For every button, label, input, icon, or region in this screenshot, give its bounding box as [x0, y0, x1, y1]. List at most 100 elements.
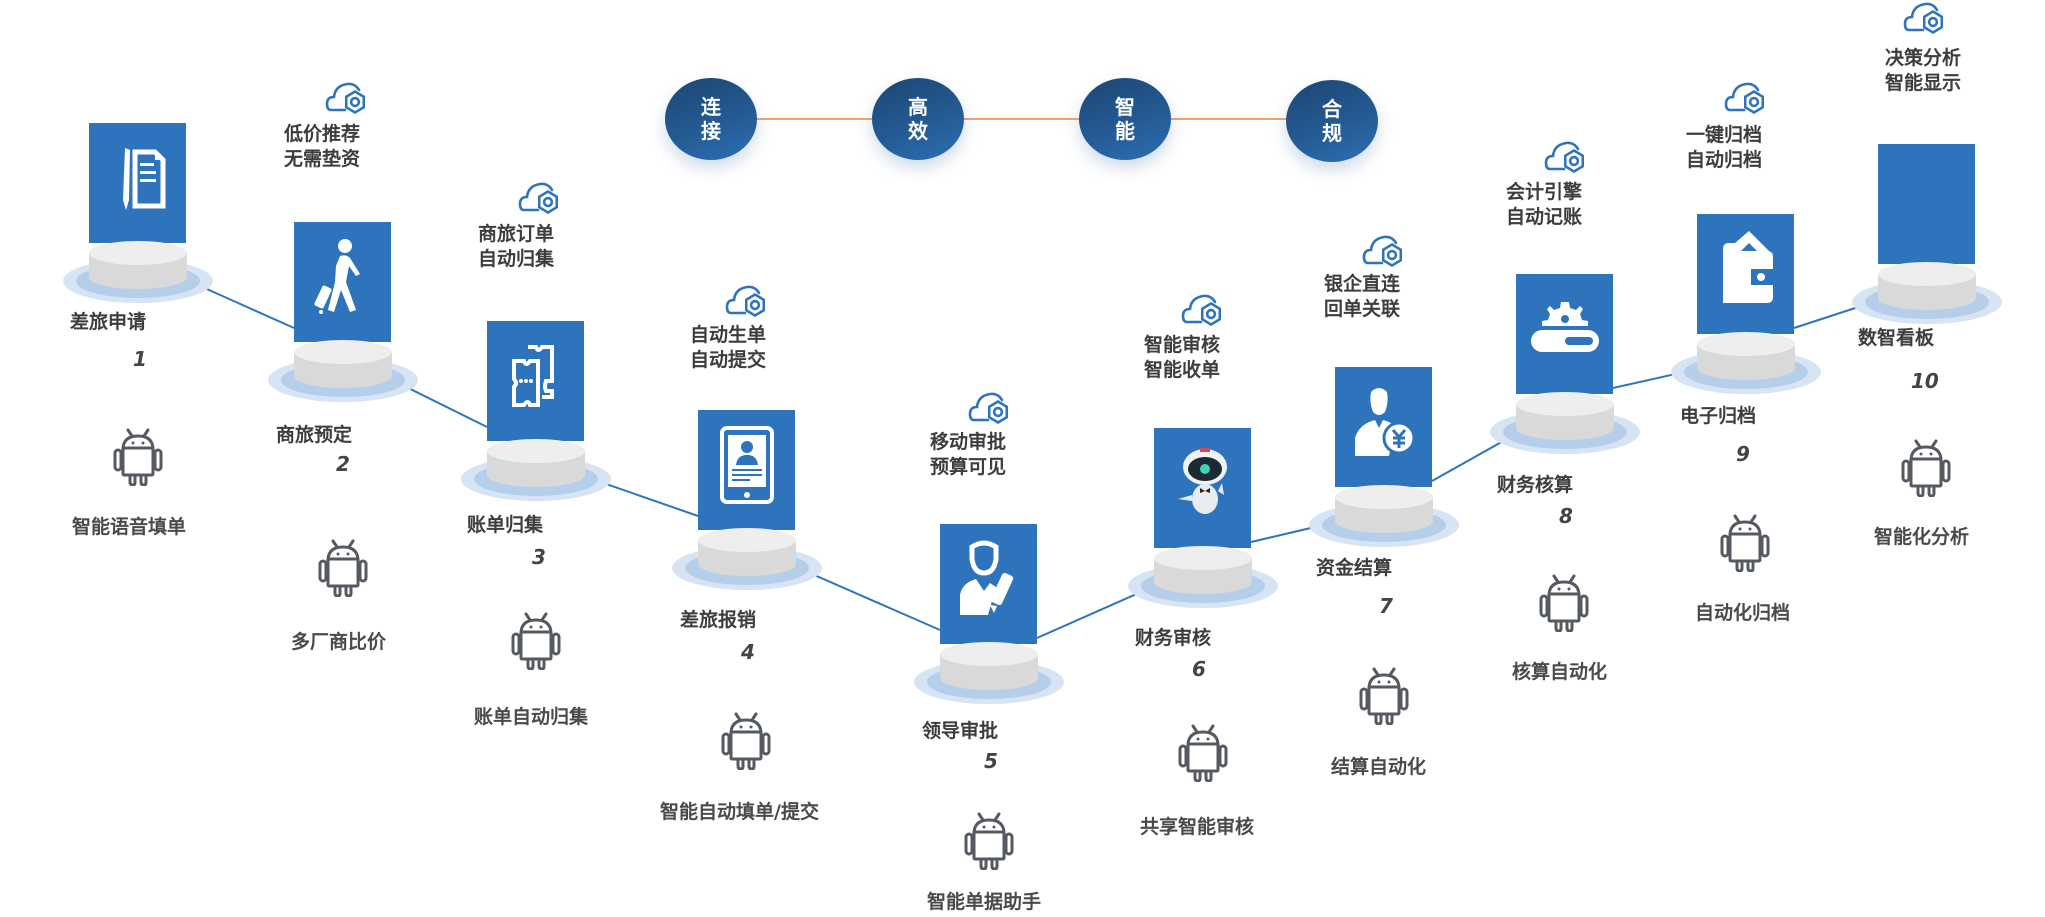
value-char: 能: [1115, 119, 1135, 143]
android-feature-label: 共享智能审核: [1140, 816, 1255, 838]
feature-line: 回单关联: [1324, 298, 1401, 320]
cloud-gear-icon: [1181, 292, 1225, 328]
stage-pillar: [1335, 367, 1432, 487]
cylinder-base: [461, 429, 611, 504]
feature-text: 自动生单自动提交: [690, 323, 766, 373]
stage-label: 差旅报销: [680, 609, 757, 631]
stage-pillar: [1516, 274, 1613, 394]
android-feature-label: 自动化归档: [1695, 602, 1791, 624]
feature-text: 低价推荐无需垫资: [284, 122, 360, 172]
android-feature-label: 账单自动归集: [474, 706, 589, 728]
feature-line: 自动归档: [1686, 149, 1763, 171]
stage-label: 数智看板: [1858, 327, 1935, 349]
cloud-gear-icon: [725, 283, 769, 319]
stage-label: 财务审核: [1135, 627, 1212, 649]
feature-line: 一键归档: [1686, 124, 1763, 146]
stage-number: 3: [532, 545, 546, 569]
android-icon: [112, 426, 164, 487]
stage-number: 8: [1559, 504, 1573, 528]
stage-pillar: [294, 222, 391, 342]
robot-icon: [1154, 428, 1251, 538]
stage-label: 账单归集: [467, 514, 544, 536]
stage-label: 财务核算: [1497, 474, 1574, 496]
feature-line: 无需垫资: [284, 148, 361, 170]
stage-pillar: [940, 524, 1037, 644]
cloud-gear-icon: [1544, 139, 1588, 175]
stage-pillar: [89, 123, 186, 243]
stage-pillar: [1878, 144, 1975, 264]
feature-line: 自动生单: [690, 324, 767, 346]
tickets-icon: [487, 321, 584, 431]
cylinder-base: [1128, 536, 1278, 611]
stage-label: 资金结算: [1316, 557, 1393, 579]
stage-label: 电子归档: [1680, 405, 1757, 427]
android-feature-label: 多厂商比价: [291, 631, 387, 653]
value-connector-line: [1171, 118, 1289, 120]
feature-text: 移动审批预算可见: [930, 430, 1006, 480]
value-connector-line: [757, 118, 875, 120]
value-char: 连: [701, 95, 721, 119]
feature-line: 智能显示: [1885, 72, 1962, 94]
stage-pillar: [487, 321, 584, 441]
value-circle-intelligent: 智 能: [1079, 78, 1171, 160]
android-feature-label: 智能自动填单/提交: [660, 801, 819, 823]
stage-number: 2: [336, 452, 350, 476]
android-icon: [720, 710, 772, 771]
feature-text: 一键归档自动归档: [1686, 123, 1762, 173]
stage-pillar: [1154, 428, 1251, 548]
document-pen-icon: [89, 123, 186, 233]
stage-number: 9: [1736, 442, 1750, 466]
android-icon: [1538, 572, 1590, 633]
feature-line: 会计引擎: [1506, 181, 1583, 203]
android-icon: [1900, 437, 1952, 498]
stage-number: 10: [1911, 369, 1939, 393]
feature-text: 银企直连回单关联: [1324, 272, 1400, 322]
value-circle-connect: 连 接: [665, 78, 757, 160]
android-feature-label: 结算自动化: [1331, 756, 1427, 778]
feature-line: 低价推荐: [284, 123, 361, 145]
android-icon: [1719, 512, 1771, 573]
feature-line: 银企直连: [1324, 273, 1401, 295]
feature-text: 商旅订单自动归集: [478, 222, 554, 272]
value-char: 接: [701, 119, 721, 143]
feature-line: 预算可见: [930, 456, 1007, 478]
stage-label: 商旅预定: [276, 424, 353, 446]
feature-text: 决策分析智能显示: [1885, 46, 1961, 96]
android-icon: [963, 810, 1015, 871]
android-feature-label: 智能单据助手: [927, 891, 1042, 913]
value-char: 合: [1322, 97, 1342, 121]
value-char: 智: [1115, 95, 1135, 119]
stage-pillar: [698, 410, 795, 530]
android-icon: [317, 537, 369, 598]
android-icon: [1358, 665, 1410, 726]
feature-line: 自动归集: [478, 248, 555, 270]
feature-text: 智能审核智能收单: [1144, 333, 1220, 383]
stage-number: 1: [133, 347, 147, 371]
cloud-gear-icon: [325, 80, 369, 116]
cylinder-base: [1490, 382, 1640, 457]
value-circle-efficient: 高 效: [872, 78, 964, 160]
cloud-gear-icon: [1362, 233, 1406, 269]
cylinder-base: [268, 330, 418, 405]
cloud-gear-icon: [1903, 0, 1947, 36]
value-connector-line: [964, 118, 1082, 120]
stage-label: 差旅申请: [70, 311, 147, 333]
stage-label: 领导审批: [922, 720, 999, 742]
stage-number: 7: [1379, 594, 1393, 618]
feature-line: 自动提交: [690, 349, 767, 371]
value-circle-compliant: 合 规: [1286, 80, 1378, 162]
cylinder-base: [1852, 252, 2002, 327]
feature-text: 会计引擎自动记账: [1506, 180, 1582, 230]
value-char: 效: [908, 119, 928, 143]
cloud-gear-icon: [518, 180, 562, 216]
traveler-luggage-icon: [294, 222, 391, 332]
android-icon: [1177, 722, 1229, 783]
feature-line: 决策分析: [1885, 47, 1962, 69]
blank-panel: [1878, 144, 1975, 254]
feature-line: 商旅订单: [478, 223, 555, 245]
cylinder-base: [1309, 475, 1459, 550]
manager-sign-icon: [940, 524, 1037, 634]
feature-line: 自动记账: [1506, 206, 1583, 228]
cloud-gear-icon: [968, 390, 1012, 426]
cloud-gear-icon: [1724, 80, 1768, 116]
